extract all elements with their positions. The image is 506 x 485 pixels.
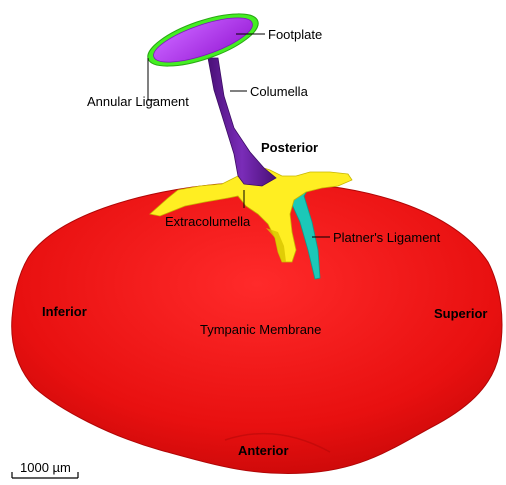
posterior-label: Posterior [261, 140, 318, 155]
platners-ligament-label: Platner's Ligament [333, 230, 441, 245]
tympanic-membrane-label: Tympanic Membrane [200, 322, 321, 337]
extracolumella-label: Extracolumella [165, 214, 251, 229]
columella-shape [208, 58, 276, 186]
footplate-label: Footplate [268, 27, 322, 42]
superior-label: Superior [434, 306, 487, 321]
columella-label: Columella [250, 84, 309, 99]
annular-ligament-label: Annular Ligament [87, 94, 189, 109]
anterior-label: Anterior [238, 443, 289, 458]
inferior-label: Inferior [42, 304, 87, 319]
scale-bar: 1000 µm [12, 460, 78, 478]
scale-bar-label: 1000 µm [20, 460, 71, 475]
